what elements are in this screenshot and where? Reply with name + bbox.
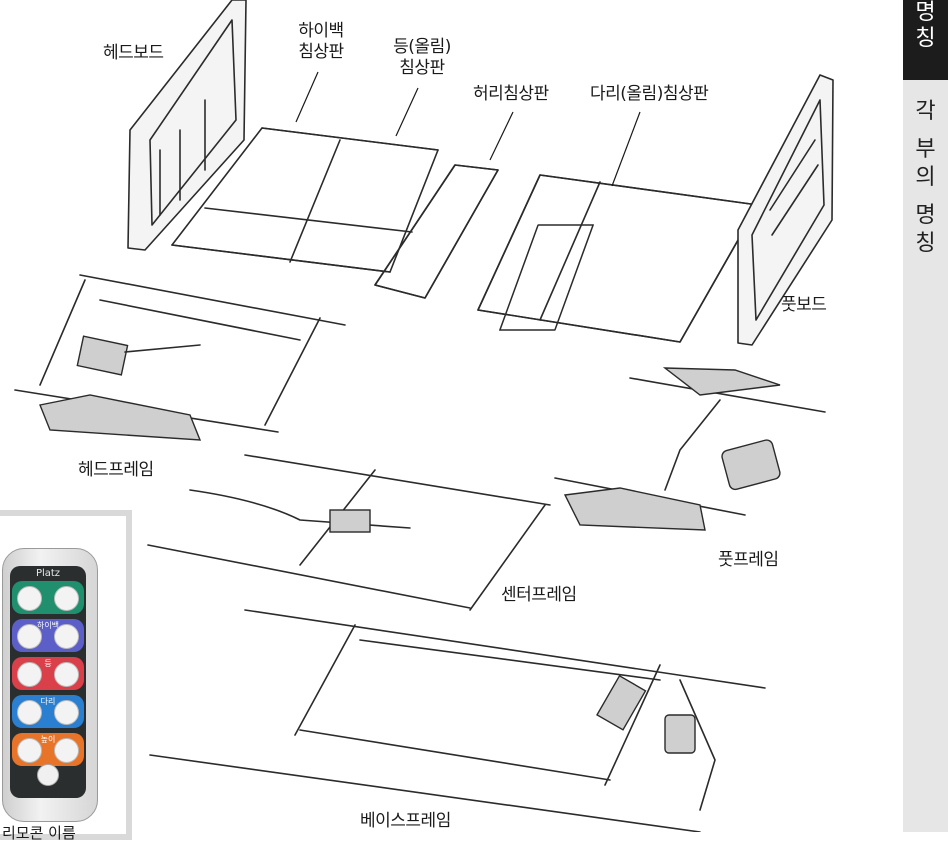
- remote-brand: Platz: [35, 568, 61, 579]
- down-knob-icon: [54, 586, 79, 611]
- remote-button-leg[interactable]: 다리: [12, 695, 84, 728]
- down-knob-icon: [54, 738, 79, 763]
- down-knob-icon: [54, 624, 79, 649]
- label-high-back-line2: 침상판: [298, 42, 344, 62]
- headboard-drawing: [127, 0, 247, 251]
- remote-button-1[interactable]: [12, 581, 84, 614]
- remote-button-height[interactable]: 높이: [12, 733, 84, 766]
- label-back-deck: 등(올림) 침상판: [380, 37, 464, 79]
- remote-button-2-label: 하이백: [36, 621, 60, 630]
- back-deck-drawing: [171, 127, 439, 273]
- up-knob-icon: [17, 700, 42, 725]
- footboard-drawing: [737, 74, 834, 346]
- down-knob-icon: [54, 662, 79, 687]
- label-back-line2: 침상판: [399, 58, 445, 78]
- label-headboard: 헤드보드: [103, 43, 164, 63]
- label-high-back-line1: 하이백: [298, 21, 344, 41]
- label-high-back-deck: 하이백 침상판: [286, 21, 356, 63]
- label-foot-frame: 풋프레임: [718, 550, 779, 570]
- up-knob-icon: [17, 662, 42, 687]
- head-frame-drawing: [14, 274, 346, 441]
- remote-caption: 리모콘 이름: [2, 824, 76, 842]
- up-knob-icon: [17, 738, 42, 763]
- leader-lines: [295, 71, 641, 187]
- label-footboard: 풋보드: [781, 295, 827, 315]
- label-waist-deck: 허리침상판: [473, 84, 549, 104]
- down-knob-icon: [54, 700, 79, 725]
- center-frame-drawing: [147, 454, 551, 611]
- base-frame-drawing: [149, 609, 766, 833]
- label-center-frame: 센터프레임: [501, 585, 577, 605]
- bed-parts-diagram: 헤드보드 하이백 침상판 등(올림) 침상판 허리침상판 다리(올림)침상판 풋…: [14, 0, 834, 833]
- waist-deck-drawing: [374, 164, 499, 299]
- label-leg-deck: 다리(올림)침상판: [590, 84, 709, 104]
- leg-deck-drawing: [477, 174, 759, 343]
- lock-dial-icon[interactable]: [37, 764, 59, 786]
- foot-frame-drawing: [554, 367, 826, 531]
- label-back-line1: 등(올림): [393, 37, 451, 57]
- bed-exploded-drawing: [14, 0, 834, 833]
- remote-button-4-label: 다리: [40, 697, 56, 706]
- label-head-frame: 헤드프레임: [78, 460, 154, 480]
- remote-button-high-back[interactable]: 하이백: [12, 619, 84, 652]
- label-base-frame: 베이스프레임: [360, 811, 451, 831]
- up-knob-icon: [17, 586, 42, 611]
- up-knob-icon: [17, 624, 42, 649]
- remote-button-3-label: 등: [44, 659, 52, 668]
- remote-button-5-label: 높이: [40, 735, 56, 744]
- remote-button-back[interactable]: 등: [12, 657, 84, 690]
